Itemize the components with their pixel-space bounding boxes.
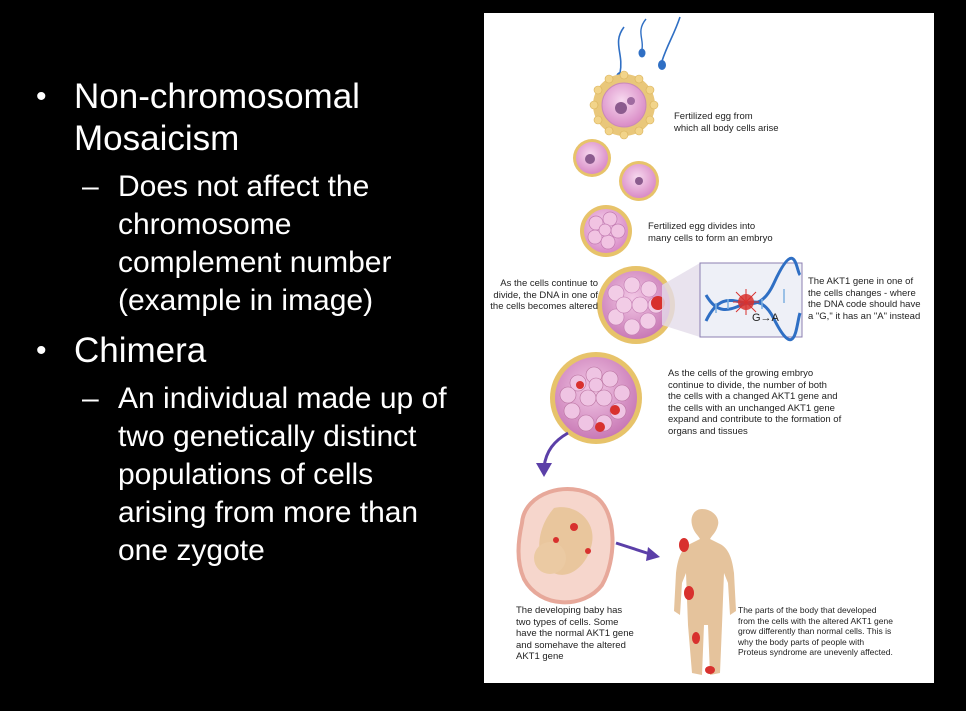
arrow-right-head-icon (646, 547, 660, 561)
bullet-non-chromosomal-mosaicism: • Non-chromosomal Mosaicism (30, 76, 450, 160)
sub-bullet-glyph: – (82, 170, 99, 203)
figure-artwork (516, 16, 803, 675)
sub-bullet-glyph: – (82, 382, 99, 415)
label-akt1-change: The AKT1 gene in one of the cells change… (808, 276, 921, 322)
womb-fetus (516, 487, 615, 605)
bullet-list: • Non-chromosomal Mosaicism – Does not a… (30, 76, 450, 580)
arrow-down-head-icon (536, 463, 552, 477)
label-g-to-a: G→A (752, 312, 779, 324)
body-silhouette (674, 509, 736, 675)
label-body-parts: The parts of the body that developed fro… (738, 605, 893, 657)
mosaicism-figure: Fertilized egg from which all body cells… (484, 13, 934, 683)
bullet-glyph: • (36, 80, 47, 113)
bullet-text: Chimera (74, 331, 207, 370)
arrow-down-icon (542, 431, 569, 468)
fertilized-egg (589, 70, 659, 140)
dna-inset (699, 256, 803, 341)
sub-bullet-mosaicism: – Does not affect the chromosome complem… (30, 168, 450, 320)
morula-embryo (580, 205, 632, 257)
label-growing-embryo: As the cells of the growing embryo conti… (668, 368, 842, 437)
bullet-chimera: • Chimera (30, 330, 450, 372)
bullet-glyph: • (36, 334, 47, 367)
sub-bullet-chimera: – An individual made up of two genetical… (30, 380, 450, 570)
embryo-altered-cell (597, 266, 675, 344)
label-dna-altered: As the cells continue to divide, the DNA… (490, 278, 598, 312)
growing-embryo (550, 352, 642, 444)
sub-bullet-text: An individual made up of two genetically… (118, 382, 447, 567)
arrow-right-icon (615, 541, 651, 556)
label-fertilized-egg: Fertilized egg from which all body cells… (674, 111, 779, 134)
bullet-text: Non-chromosomal Mosaicism (74, 77, 360, 158)
two-cell-stage (573, 139, 659, 201)
sub-bullet-text: Does not affect the chromosome complemen… (118, 170, 392, 317)
label-egg-divides: Fertilized egg divides into many cells t… (648, 221, 773, 244)
label-developing-baby: The developing baby has two types of cel… (516, 605, 634, 662)
